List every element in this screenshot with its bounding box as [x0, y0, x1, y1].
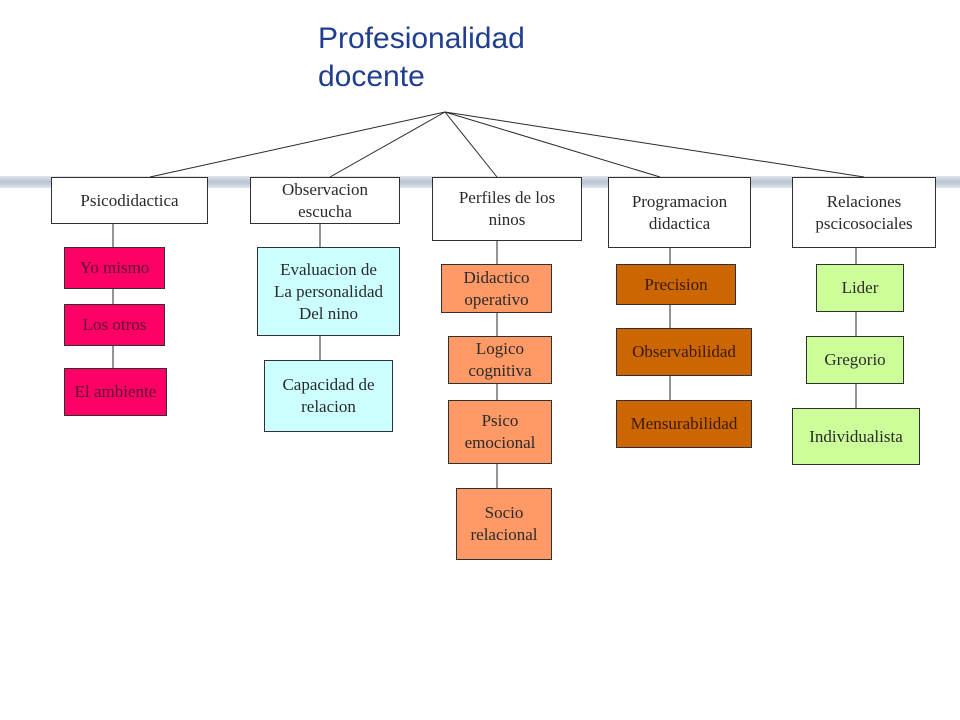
root-line-perfiles	[444, 111, 498, 178]
title-background	[312, 56, 663, 102]
category-relaciones-pscicosociales: Relaciones pscicosociales	[792, 177, 936, 248]
node-el-ambiente: El ambiente	[64, 368, 167, 416]
node-los-otros: Los otros	[64, 304, 165, 346]
node-individualista: Individualista	[792, 408, 920, 465]
node-didactico-operativo: Didactico operativo	[441, 264, 552, 313]
category-psicodidactica: Psicodidactica	[51, 177, 208, 224]
diagram-title: Profesionalidad docente	[318, 22, 525, 93]
category-programacion-didactica: Programacion didactica	[608, 177, 751, 248]
category-perfiles-ninos: Perfiles de los ninos	[432, 177, 582, 241]
node-logico-cognitiva: Logico cognitiva	[448, 336, 552, 384]
node-evaluacion-personalidad: Evaluacion de La personalidad Del nino	[257, 247, 400, 336]
node-lider: Lider	[816, 264, 904, 312]
node-socio-relacional: Socio relacional	[456, 488, 552, 560]
node-capacidad-relacion: Capacidad de relacion	[264, 360, 393, 432]
node-yo-mismo: Yo mismo	[64, 247, 165, 289]
category-observacion-escucha: Observacion escucha	[250, 177, 400, 224]
node-psico-emocional: Psico emocional	[448, 400, 552, 464]
node-precision: Precision	[616, 264, 736, 305]
node-mensurabilidad: Mensurabilidad	[616, 400, 752, 448]
root-line-psicodidactica	[149, 111, 446, 178]
root-line-programacion	[444, 111, 661, 178]
root-line-relaciones	[444, 111, 865, 178]
root-line-observacion	[329, 111, 446, 178]
node-gregorio: Gregorio	[806, 336, 904, 384]
node-observabilidad: Observabilidad	[616, 328, 752, 376]
